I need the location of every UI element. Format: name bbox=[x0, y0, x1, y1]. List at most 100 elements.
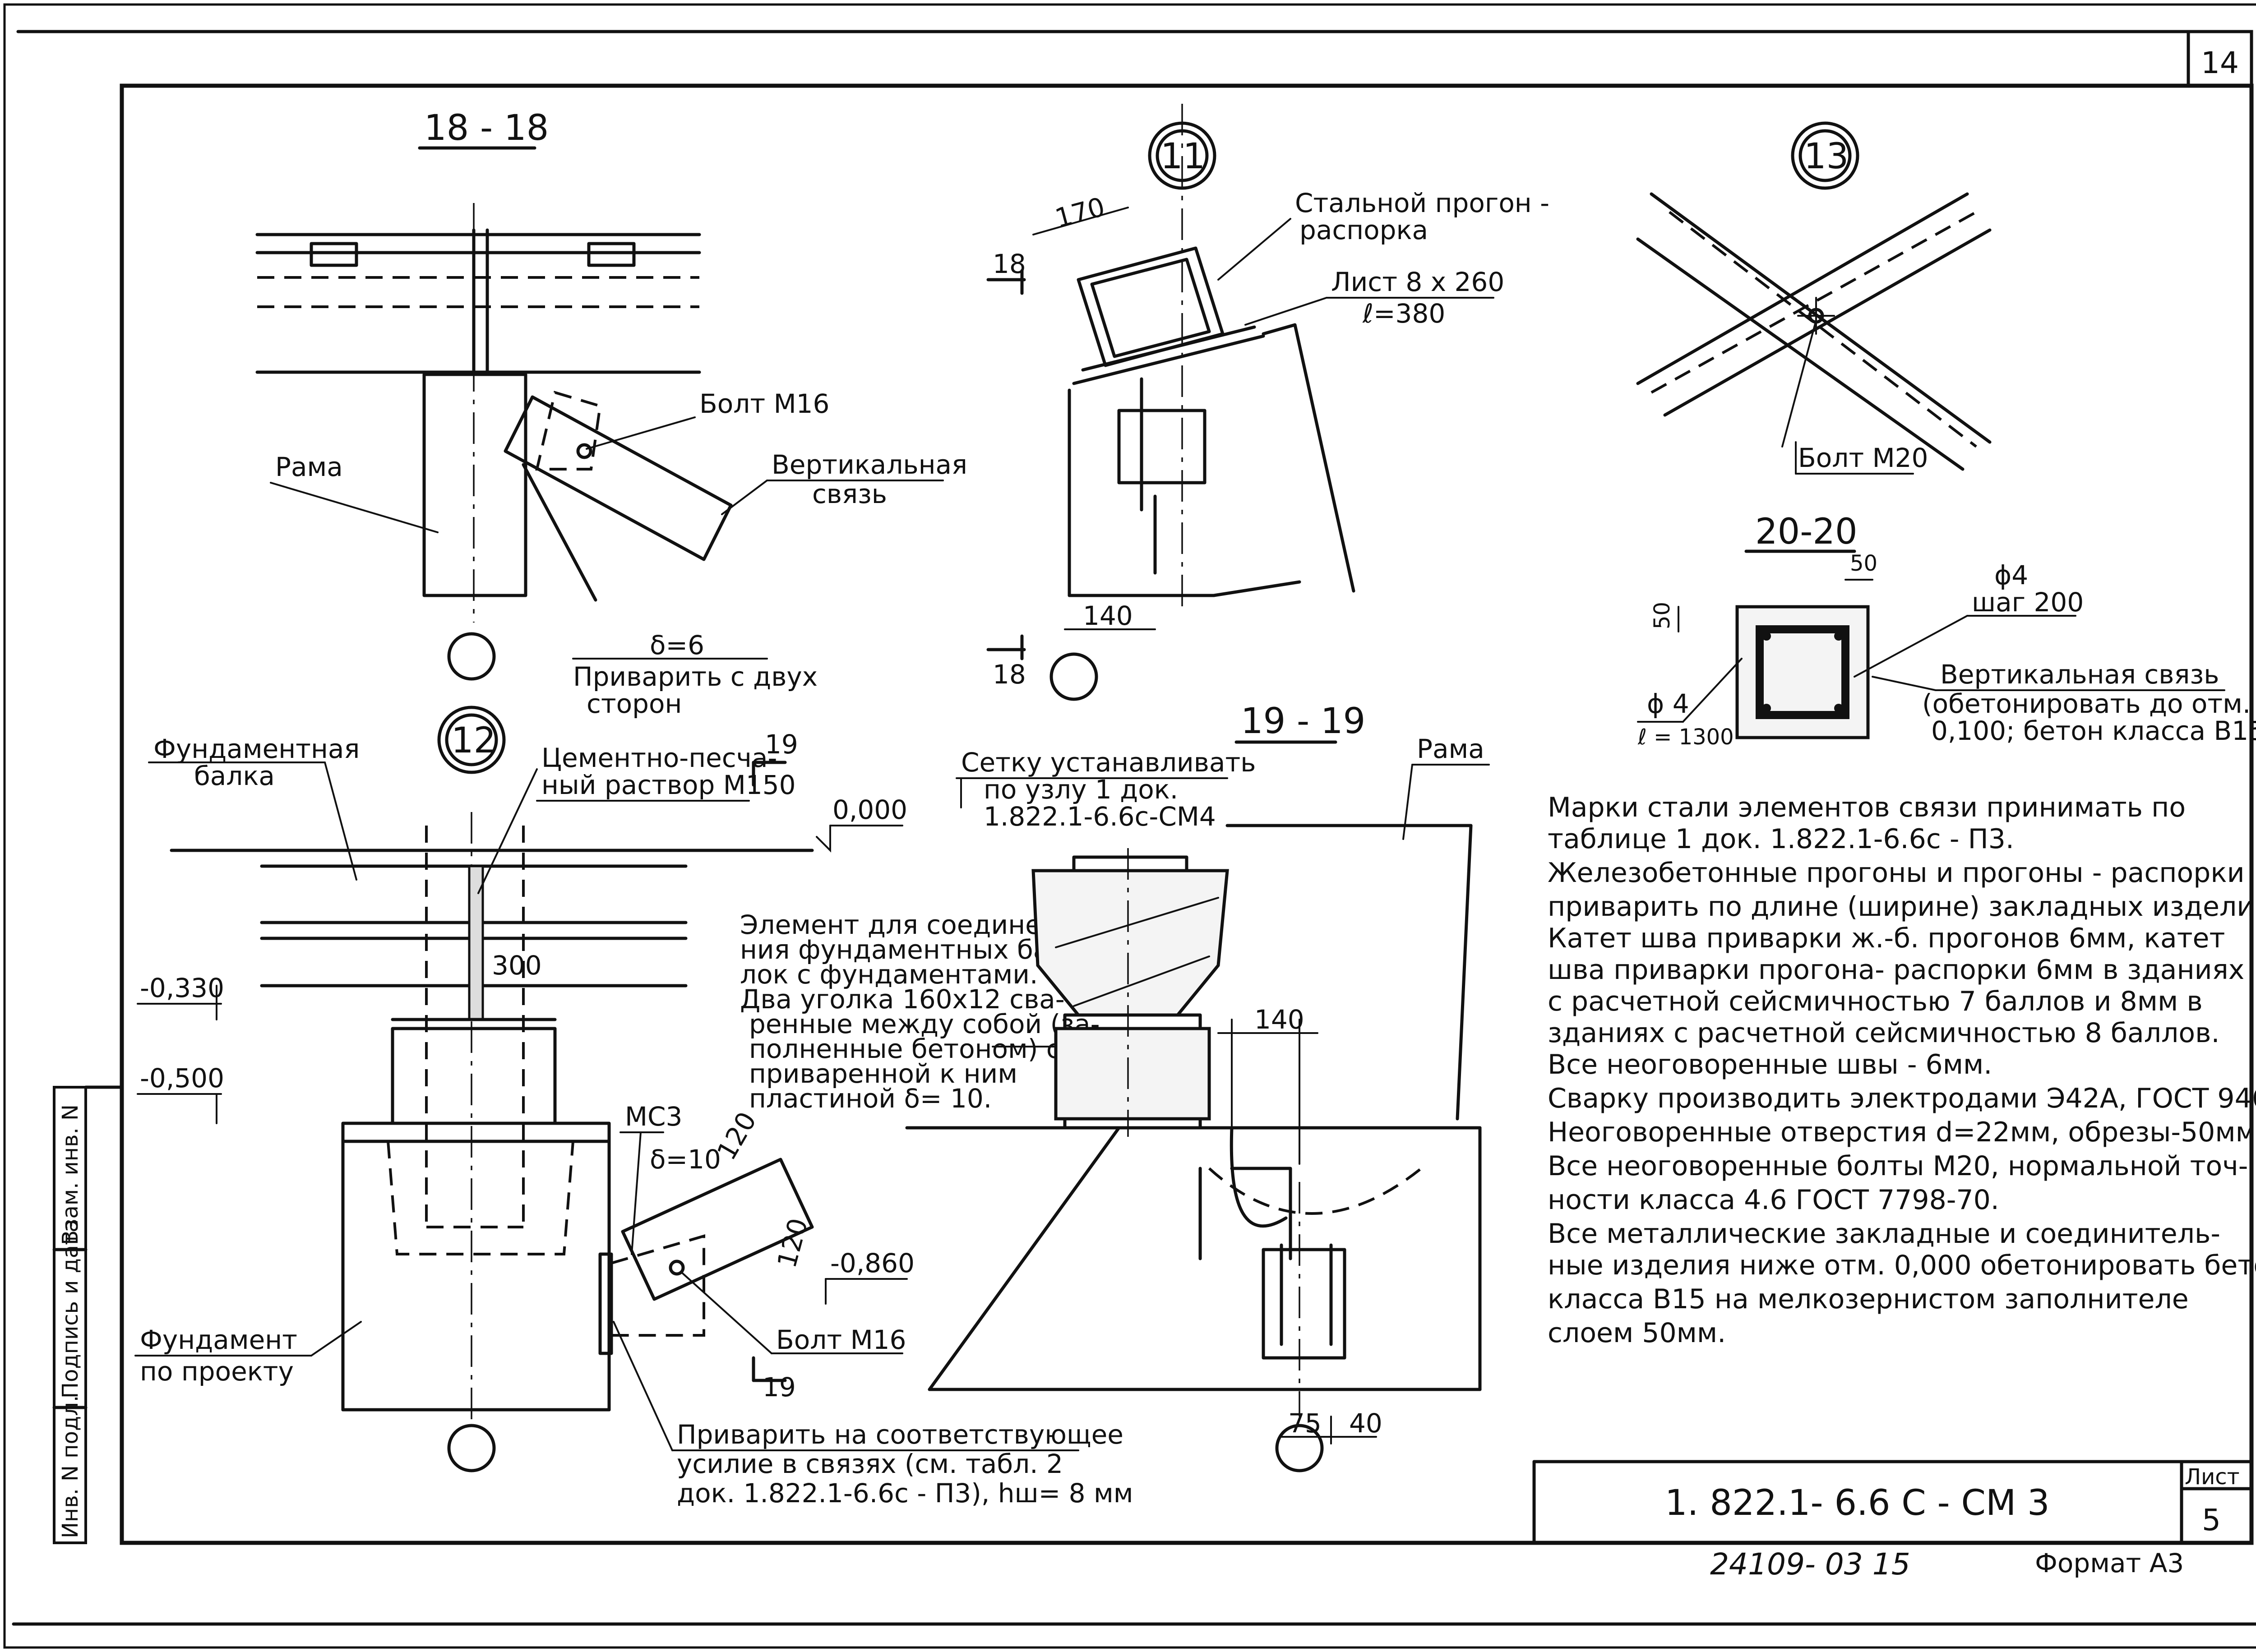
weld-note-12a: Приварить на соответствующее bbox=[677, 1419, 1123, 1450]
foundation-label-b: по проекту bbox=[140, 1356, 294, 1387]
sheet-length-11: ℓ=380 bbox=[1362, 298, 1445, 329]
section-20-title: 20-20 bbox=[1755, 512, 1858, 552]
node-13: 13 Болт М20 bbox=[1636, 121, 1992, 475]
weld-note-18b: сторон bbox=[587, 688, 682, 719]
page-number-box: 14 bbox=[2187, 30, 2253, 88]
section-19-title: 19 - 19 bbox=[1241, 701, 1365, 742]
level-0860: -0,860 bbox=[830, 1248, 915, 1278]
level-0330: -0,330 bbox=[140, 973, 224, 1003]
drawing-frame bbox=[120, 83, 2254, 1545]
cut-19-top: 19 bbox=[765, 729, 798, 760]
outer-sheet-border bbox=[3, 3, 2256, 1649]
rebar-step: шаг 200 bbox=[1972, 587, 2084, 618]
note-line-4: приварить по длине (ширине) закладных из… bbox=[1548, 891, 2256, 923]
node-12: 12 0,000 -0,330 -0,500 bbox=[134, 706, 1133, 1509]
note-line-6: шва приварки прогона- распорки 6мм в зда… bbox=[1548, 954, 2244, 986]
list-label: Лист bbox=[2185, 1464, 2240, 1490]
stamp-label-3: Взам. инв. N bbox=[58, 1104, 83, 1245]
mortar-label-a: Цементно-песча- bbox=[541, 743, 777, 773]
element-note-line-7: приваренной к ним bbox=[749, 1058, 1017, 1089]
cut-18-bottom: 18 bbox=[993, 659, 1026, 690]
concrete-note-20b: 0,100; бетон класса В15) bbox=[1931, 715, 2256, 746]
dim-170: 170 bbox=[1052, 191, 1108, 234]
mesh-note-a: Сетку устанавливать bbox=[961, 747, 1256, 778]
section-19-19: 19 - 19 Сетку устанавливать по узлу 1 до… bbox=[905, 701, 1490, 1472]
dim-50-left: 50 bbox=[1650, 602, 1675, 629]
weld-note-18a: Приварить с двух bbox=[573, 661, 818, 692]
note-line-13: ности класса 4.6 ГОСТ 7798-70. bbox=[1548, 1184, 1999, 1216]
note-line-16: класса В15 на мелкозернистом заполнителе bbox=[1548, 1283, 2189, 1315]
weld-thickness-18: δ=6 bbox=[650, 630, 704, 660]
stamp-label-1: Инв. N подл. bbox=[58, 1395, 83, 1538]
node-12-number: 12 bbox=[451, 720, 496, 761]
note-line-7: с расчетной сейсмичностью 7 баллов и 8мм… bbox=[1548, 986, 2203, 1017]
level-0500: -0,500 bbox=[140, 1063, 224, 1094]
section-20-20: 20-20 50 50 ϕ4 шаг 200 ϕ 4 ℓ = 1300 Верт… bbox=[1637, 512, 2256, 750]
node-13-number: 13 bbox=[1804, 136, 1849, 177]
rebar-diam: ϕ4 bbox=[1994, 560, 2028, 591]
element-note-line-6: полненные бетоном) с bbox=[749, 1034, 1061, 1064]
dim-50-top: 50 bbox=[1850, 551, 1877, 576]
note-line-14: Все металлические закладные и соединител… bbox=[1548, 1218, 2220, 1250]
element-note-line-5: ренные между собой (за- bbox=[749, 1009, 1100, 1039]
note-line-17: слоем 50мм. bbox=[1548, 1317, 1726, 1349]
archive-number: 24109- 03 15 bbox=[1710, 1547, 1910, 1582]
foundation-beam-label-a: Фундаментная bbox=[153, 734, 360, 764]
dim-140-node11: 140 bbox=[1083, 600, 1133, 631]
brace-label-18a: Вертикальная bbox=[772, 449, 967, 480]
bolt-m20-label: Болт М20 bbox=[1798, 443, 1928, 473]
element-note-line-1: Элемент для соедине- bbox=[740, 909, 1051, 940]
note-line-1: Марки стали элементов связи принимать по bbox=[1548, 792, 2186, 823]
note-line-15: ные изделия ниже отм. 0,000 обетонироват… bbox=[1548, 1250, 2256, 1281]
dim-140-19: 140 bbox=[1254, 1004, 1304, 1035]
title-block: 1. 822.1- 6.6 С - СМ 3 Лист 5 24109- 03 … bbox=[1532, 1460, 2253, 1582]
page-number: 14 bbox=[2201, 46, 2239, 80]
note-line-8: зданиях с расчетной сейсмичностью 8 балл… bbox=[1548, 1017, 2220, 1049]
foundation-beam-label-b: балка bbox=[194, 761, 275, 791]
section-18-title: 18 - 18 bbox=[424, 108, 549, 148]
general-notes: Марки стали элементов связи принимать по… bbox=[1548, 792, 2256, 1349]
purlin-label-11b: распорка bbox=[1299, 215, 1428, 245]
purlin-label-11a: Стальной прогон - bbox=[1295, 188, 1549, 218]
mesh-note-c: 1.822.1-6.6с-СМ4 bbox=[984, 801, 1216, 832]
element-note-line-2: ния фундаментных ба- bbox=[740, 934, 1059, 965]
note-line-3: Железобетонные прогоны и прогоны - распо… bbox=[1548, 857, 2245, 889]
weld-note-12c: док. 1.822.1-6.6с - П3), hш= 8 мм bbox=[677, 1478, 1133, 1509]
brace-label-18b: связь bbox=[812, 479, 887, 509]
element-note: Элемент для соедине- ния фундаментных ба… bbox=[740, 909, 1100, 1114]
stamp-column: Инв. N подл. Подпись и дата Взам. инв. N bbox=[52, 1085, 124, 1544]
dim-120-b: 120 bbox=[771, 1215, 814, 1271]
stamp-label-2: Подпись и дата bbox=[58, 1219, 83, 1398]
mc3-label: МС3 bbox=[625, 1101, 682, 1132]
cut-19-bottom: 19 bbox=[763, 1372, 796, 1403]
element-note-line-3: лок с фундаментами. bbox=[740, 959, 1038, 990]
format-label: Формат А3 bbox=[2035, 1548, 2184, 1578]
node-11: 11 170 140 18 18 Стальной прогон - распо… bbox=[986, 104, 1549, 701]
level-0000: 0,000 bbox=[832, 794, 907, 825]
dim-75: 75 bbox=[1288, 1408, 1322, 1439]
sheet-label-11: Лист 8 x 260 bbox=[1331, 267, 1504, 297]
note-line-11: Неоговоренные отверстия d=22мм, обрезы-5… bbox=[1548, 1117, 2256, 1148]
dim-300: 300 bbox=[492, 950, 542, 981]
note-line-12: Все неоговоренные болты М20, нормальной … bbox=[1548, 1150, 2248, 1182]
bar-diam-label: ϕ 4 bbox=[1647, 688, 1689, 719]
weld-note-12b: усилие в связях (см. табл. 2 bbox=[677, 1449, 1063, 1479]
bar-length-label: ℓ = 1300 bbox=[1637, 724, 1734, 750]
mesh-note-b: по узлу 1 док. bbox=[984, 774, 1178, 805]
bolt-m16-label-12: Болт М16 bbox=[776, 1324, 906, 1355]
list-number: 5 bbox=[2202, 1503, 2221, 1537]
bolt-m16-label-18: Болт М16 bbox=[699, 388, 829, 419]
document-code: 1. 822.1- 6.6 С - СМ 3 bbox=[1665, 1483, 2050, 1523]
mortar-label-b: ный раствор М150 bbox=[541, 770, 796, 800]
note-line-5: Катет шва приварки ж.-б. прогонов 6мм, к… bbox=[1548, 923, 2225, 954]
brace-label-20: Вертикальная связь bbox=[1940, 659, 2219, 690]
foundation-label-a: Фундамент bbox=[140, 1324, 297, 1355]
element-note-line-4: Два уголка 160x12 сва- bbox=[740, 984, 1065, 1015]
concrete-note-20a: (обетонировать до отм. bbox=[1922, 688, 2251, 719]
element-note-line-8: пластиной δ= 10. bbox=[749, 1083, 992, 1114]
note-line-2: таблице 1 док. 1.822.1-6.6с - П3. bbox=[1548, 823, 2014, 855]
plate-thickness-12: δ=10 bbox=[650, 1144, 721, 1175]
section-18-18: 18 - 18 Рама Болт М16 Вертикальная связь… bbox=[255, 108, 967, 719]
frame-label-18: Рама bbox=[275, 452, 343, 482]
